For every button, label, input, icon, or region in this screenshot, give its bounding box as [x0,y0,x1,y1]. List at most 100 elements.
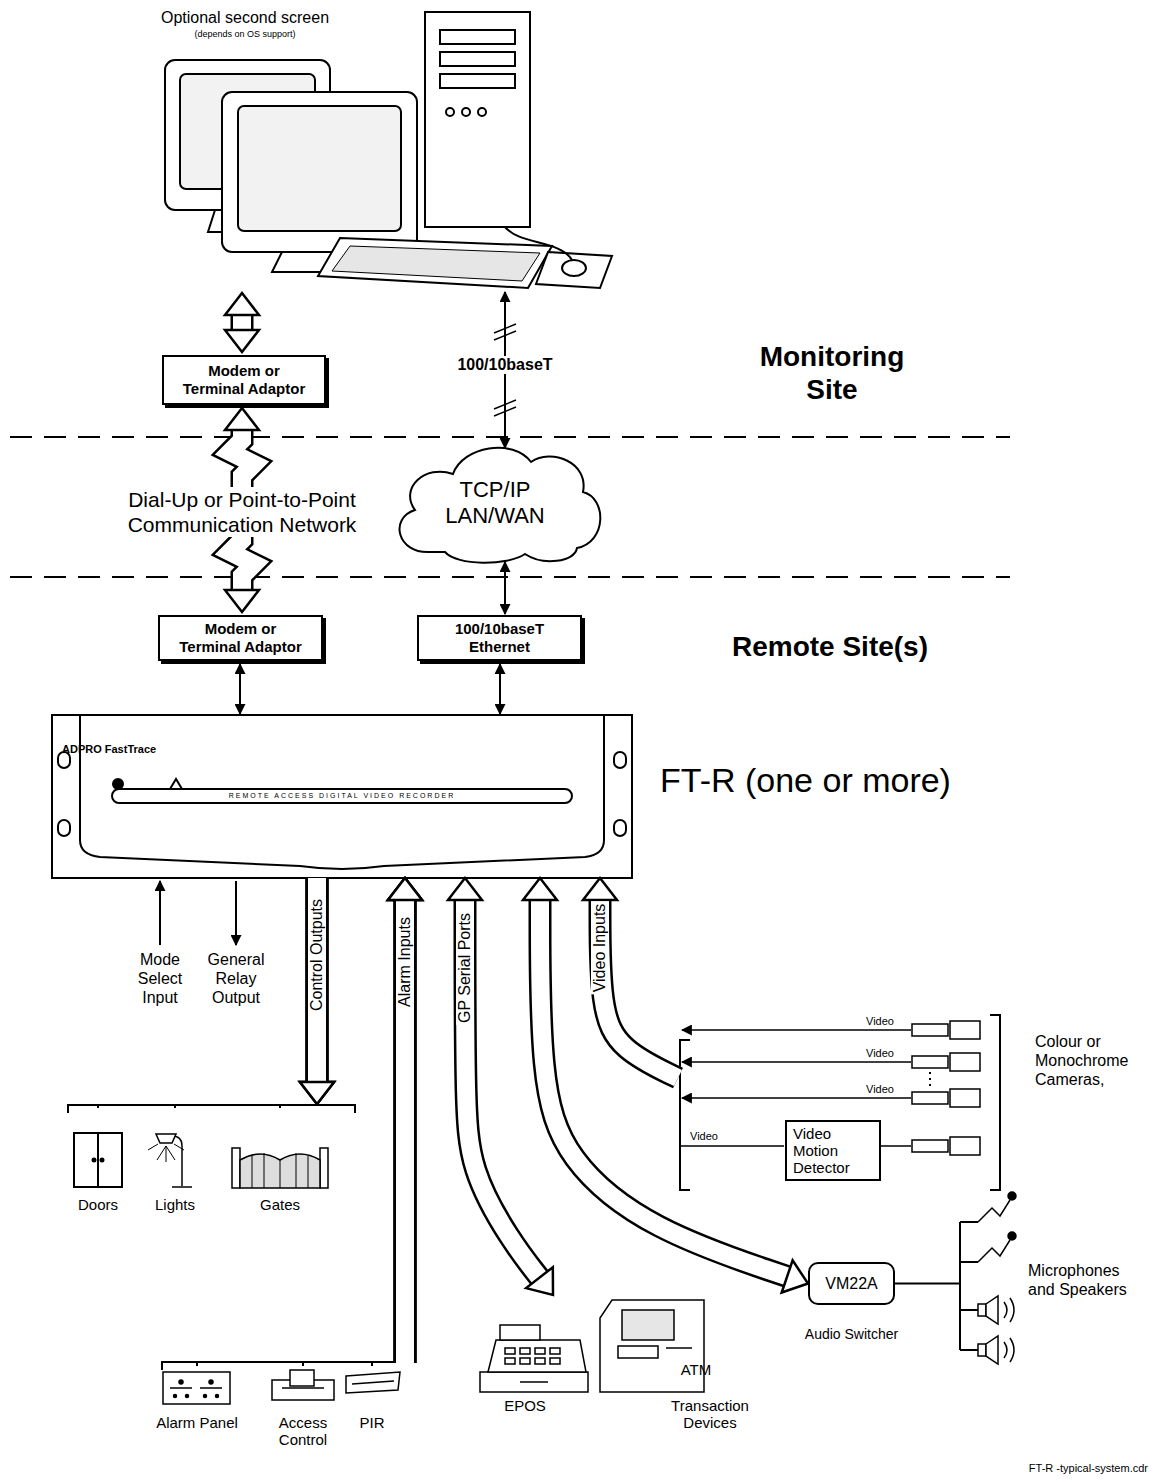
computer-illustration [318,238,552,288]
hollow-arrow-outline [600,898,678,1078]
node-text: Video Motion Detector [793,1125,873,1176]
hollow-arrow-fill [396,898,414,1363]
hollow-arrow-outline [306,878,329,1084]
recorder-panel [113,779,123,789]
hollow-arrow-outline [394,898,417,1363]
computer-illustration [440,52,515,66]
connector [505,562,506,614]
signal-label: Video [866,1083,894,1095]
camera-group: Video Motion DetectorColour or Monochrom… [680,1010,1150,1192]
node-text: TCP/IP LAN/WAN [445,477,545,529]
recorder-panel [58,820,70,836]
output-bracket [68,1105,405,1370]
microphone-icon [1008,1192,1016,1200]
node-text: EPOS [490,1397,560,1414]
hollow-arrow-head [225,408,259,430]
alarm-panel-icon [170,1387,222,1389]
hollow-arrow-outline [540,898,789,1277]
alarm-panel-icon [186,1395,189,1398]
connector [175,878,334,1108]
node-text: 100/10baseT Ethernet [434,620,566,656]
epos-icon [550,1348,560,1354]
computer-illustration [332,246,540,281]
access-control-device: Access Control [264,1366,342,1456]
connector [500,664,501,714]
connector-label: Video Inputs [591,902,609,995]
connector [225,293,259,352]
hollow-arrow-fill [600,898,678,1078]
signal-label: Video [866,1047,894,1059]
microphone-icon [978,1200,1010,1222]
file-name: FT-R -typical-system.cdr [998,1462,1148,1474]
hollow-arrow-head [523,878,557,900]
atm-icon [666,1347,692,1349]
hollow-arrow-head [300,1082,334,1104]
output-bracket [162,1362,405,1370]
ethernet-box: 100/10baseT Ethernet [417,615,582,661]
access-control-icon [290,1370,314,1386]
camera-icon [950,1053,980,1071]
alarm-panel-icon [179,1380,183,1384]
audio-switcher-box: VM22AAudio Switcher [808,1262,895,1305]
door-icon [93,1159,96,1162]
node-subtext: (depends on OS support) [150,29,340,40]
alarm-panel-icon [174,1395,177,1398]
computer-illustration [446,108,454,116]
hollow-arrow-head [300,1082,334,1104]
gate-icon [252,1153,308,1188]
atm-icon [622,1310,674,1340]
io-label: General Relay Output [200,950,272,1007]
network-cloud: TCP/IP LAN/WAN [385,440,605,565]
hollow-arrow-head [583,878,617,900]
pir-icon [352,1381,394,1384]
node-text: PIR [340,1414,404,1431]
audio-device-group: Microphones and Speakers [960,1205,1150,1365]
hollow-arrow-head [225,330,259,352]
hollow-arrow-fill [308,878,326,1084]
video-line [682,1097,911,1099]
computer-illustration [562,260,586,276]
recorder-panel [614,752,626,768]
camera-icon [912,1056,948,1068]
hollow-arrow-fill [396,898,414,1363]
connector [303,878,422,1366]
node-text: Access Control [268,1414,338,1448]
light-icon [148,1134,192,1187]
signal-label: Video [690,1130,718,1142]
connector-label: GP Serial Ports [456,911,474,1025]
connector [372,878,422,1366]
recorder-unit: ADPRO FastTraceREMOTE ACCESS DIGITAL VID… [52,715,632,878]
recorder-panel [170,779,182,789]
alarm-panel-icon [163,1372,230,1404]
io-label: Mode Select Input [128,950,192,1007]
recorder-panel [80,715,604,869]
output-bracket [68,1105,355,1113]
epos-icon [520,1358,530,1364]
node-text: Optional second screen [150,8,340,27]
hollow-arrow-head [782,1260,808,1292]
connector-label: Alarm Inputs [396,915,414,1009]
video-line [682,1061,911,1063]
epos-icon [505,1348,515,1354]
node-subtext: ATM [677,1361,715,1378]
camera-bracket [990,1015,1000,1190]
node-text: Doors [58,1196,138,1213]
connector-label: Control Outputs [308,897,326,1013]
hollow-arrow-head [388,878,422,900]
alarm-panel-icon [204,1395,207,1398]
hollow-arrow-head [388,878,422,900]
recorder-panel [112,789,572,803]
computer-illustration [222,92,417,252]
recorder-panel [52,715,632,878]
node-text: Lights [135,1196,215,1213]
hollow-arrow-outline [394,898,417,1363]
hollow-arrow-head [300,1082,334,1104]
connector [197,878,422,1366]
camera-icon [912,1140,948,1152]
site-divider [10,576,1010,578]
motion-detector-box: Video Motion Detector [785,1120,881,1181]
network-label: Dial-Up or Point-to-Point Communication … [92,487,392,537]
node-text: Microphones and Speakers [1028,1261,1146,1299]
